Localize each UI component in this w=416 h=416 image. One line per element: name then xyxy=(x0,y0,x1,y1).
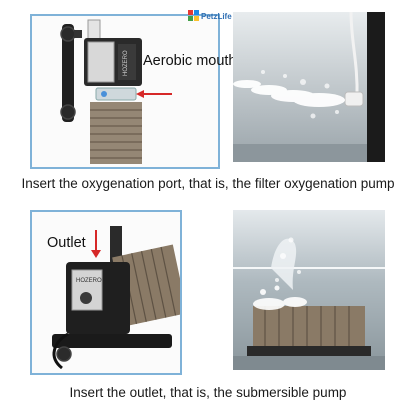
svg-text:PetzLife: PetzLife xyxy=(201,12,232,21)
submersible-pump-illustration: HOZERO xyxy=(52,226,180,370)
water-outflow-photo xyxy=(233,210,385,370)
filter-pump-illustration: HOZERO xyxy=(60,19,172,164)
submersible-pump-photo: HOZERO xyxy=(30,210,182,375)
brand-logo: PetzLife xyxy=(188,10,232,21)
aeration-bubbles-photo xyxy=(233,12,385,162)
svg-text:HOZERO: HOZERO xyxy=(123,50,129,76)
submerged-flow-illustration xyxy=(233,210,385,370)
top-caption: Insert the oxygenation port, that is, th… xyxy=(21,176,395,191)
bottom-caption: Insert the outlet, that is, the submersi… xyxy=(69,385,347,400)
svg-text:HOZERO: HOZERO xyxy=(76,278,102,284)
aerobic-pump-photo: HOZERO xyxy=(30,14,220,169)
bubble-stream-illustration xyxy=(233,12,385,162)
aerobic-mouth-label: Aerobic mouth xyxy=(143,53,237,69)
outlet-label: Outlet xyxy=(47,235,86,251)
